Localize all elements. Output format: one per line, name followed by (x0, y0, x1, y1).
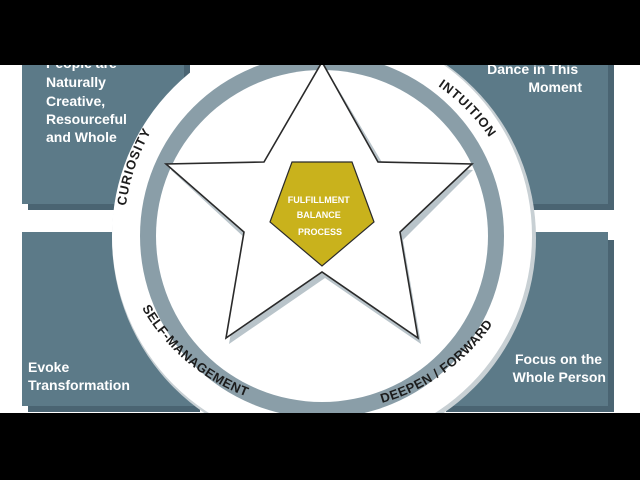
panel-top-left-text: People are Naturally Creative, Resourcef… (46, 55, 131, 145)
letterbox-top (0, 0, 640, 65)
center-pentagon (269, 161, 375, 267)
panel-bottom-left-text: Evoke Transformation (28, 359, 130, 393)
center-text: FULFILLMENT BALANCE PROCESS (288, 195, 353, 237)
panel-top-right-text: Dance in This Moment (487, 61, 582, 95)
panel-bottom-right-text: Focus on the Whole Person (513, 351, 606, 385)
letterbox-bottom (0, 413, 640, 480)
star-shape (163, 65, 474, 344)
